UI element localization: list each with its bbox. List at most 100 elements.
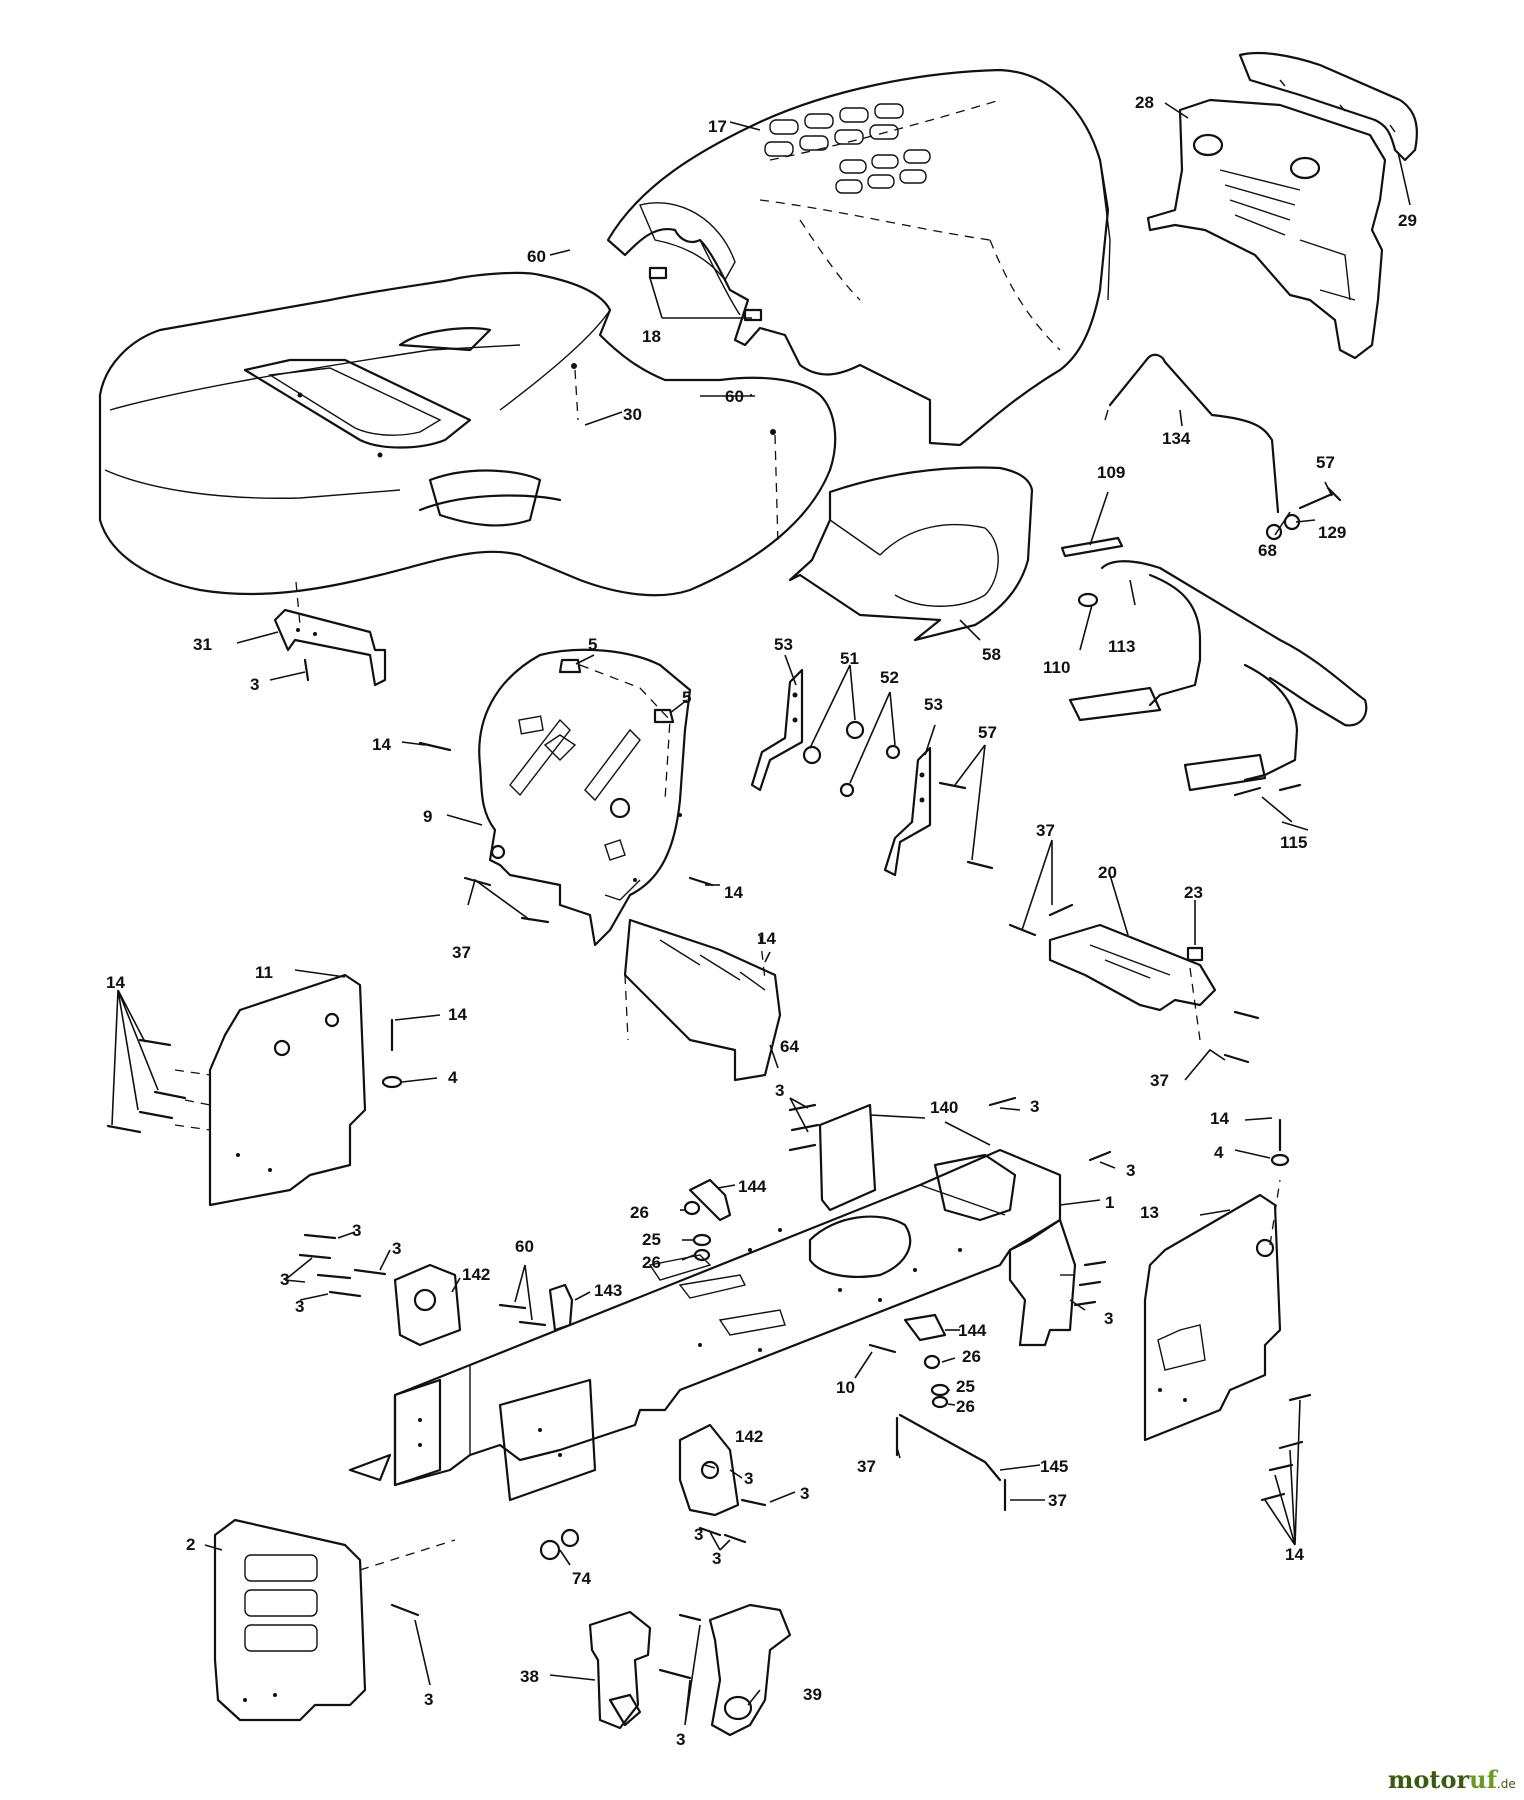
bolts-3-mid	[698, 1498, 767, 1544]
bracket-143	[548, 1283, 574, 1332]
bolts-3-rear	[298, 1233, 387, 1298]
callout-14-c: 14	[757, 929, 776, 948]
washer-4a	[381, 1075, 403, 1089]
callout-37-d: 37	[857, 1457, 876, 1476]
bolts-37-c	[895, 1416, 1007, 1512]
watermark-accent: uf	[1469, 1765, 1498, 1794]
callout-51: 51	[840, 649, 859, 668]
callout-140: 140	[930, 1098, 958, 1117]
bracket-53-b	[883, 746, 932, 877]
callout-3-f: 3	[392, 1239, 401, 1258]
callout-1: 1	[1105, 1193, 1114, 1212]
callout-labels: 17 28 29 60 18 60 30 134 57 129 68 109 5…	[106, 93, 1417, 1749]
main-frame-part	[348, 1148, 1077, 1502]
callout-142-a: 142	[462, 1265, 490, 1284]
callout-26-d: 26	[956, 1397, 975, 1416]
callout-25-b: 25	[956, 1377, 975, 1396]
callout-9: 9	[423, 807, 432, 826]
callout-2: 2	[186, 1535, 195, 1554]
callout-18: 18	[642, 327, 661, 346]
callout-14-a: 14	[372, 735, 391, 754]
plate-140	[818, 1103, 877, 1212]
bolts-14-c	[106, 1038, 187, 1134]
bolt-14-b	[688, 876, 714, 887]
bracket-144b	[903, 1313, 947, 1342]
callout-68: 68	[1258, 541, 1277, 560]
callout-4-a: 4	[448, 1068, 458, 1087]
callout-4-b: 4	[1214, 1143, 1224, 1162]
bracket-2-part	[213, 1518, 456, 1722]
mount-20-part	[1048, 923, 1217, 1041]
callout-23: 23	[1184, 883, 1203, 902]
callout-37-b: 37	[1036, 821, 1055, 840]
bolt-3-p	[390, 1603, 420, 1617]
bolt-10	[868, 1343, 897, 1354]
callout-25-a: 25	[642, 1230, 661, 1249]
callout-3-j: 3	[744, 1469, 753, 1488]
callout-38: 38	[520, 1667, 539, 1686]
callout-17: 17	[708, 117, 727, 136]
plate-142b	[678, 1423, 740, 1517]
bracket-39-part	[708, 1603, 792, 1737]
callout-60-c: 60	[515, 1237, 534, 1256]
svg-text:motoruf.de: motoruf.de	[1388, 1765, 1516, 1794]
bolts-60	[498, 1303, 547, 1327]
nut-74a	[539, 1539, 561, 1561]
callout-145: 145	[1040, 1457, 1068, 1476]
callout-29: 29	[1398, 211, 1417, 230]
callout-37-e: 37	[1048, 1491, 1067, 1510]
callout-142-b: 142	[735, 1427, 763, 1446]
callout-53-a: 53	[774, 635, 793, 654]
callout-57-a: 57	[1316, 453, 1335, 472]
bracket-53-a	[750, 668, 804, 792]
hardware-51-52-57	[802, 720, 994, 870]
callout-3-l: 3	[694, 1525, 703, 1544]
bracket-144a	[688, 1178, 732, 1222]
callout-20: 20	[1098, 863, 1117, 882]
knob-5a	[558, 658, 582, 674]
hood-rod-part	[1104, 353, 1280, 514]
side-panel-13-part	[1143, 1179, 1282, 1442]
bolts-3-q	[658, 1613, 702, 1680]
callout-64: 64	[780, 1037, 799, 1056]
callout-37-c: 37	[1150, 1071, 1169, 1090]
callout-3-k: 3	[800, 1484, 809, 1503]
watermark-main: motor	[1388, 1765, 1469, 1794]
nut-23	[1186, 946, 1204, 962]
bolts-37-b	[1008, 903, 1260, 1064]
callout-26-b: 26	[642, 1253, 661, 1272]
fender-part	[98, 271, 837, 597]
bolts-115	[1233, 783, 1302, 797]
washer-4b	[1270, 1153, 1290, 1167]
callout-144-a: 144	[738, 1177, 767, 1196]
callout-37-a: 37	[452, 943, 471, 962]
callout-14-b: 14	[724, 883, 743, 902]
callout-74: 74	[572, 1569, 591, 1588]
dash-panel-part	[478, 648, 692, 947]
callout-3-a: 3	[250, 675, 259, 694]
callout-134: 134	[1162, 429, 1191, 448]
leader-lines	[111, 102, 1411, 1726]
bumper-part	[1238, 51, 1418, 162]
callout-10: 10	[836, 1378, 855, 1397]
grille-part	[1146, 98, 1387, 360]
callout-110: 110	[1043, 658, 1070, 677]
hood-part	[606, 68, 1111, 447]
bolts-3-front	[788, 1096, 1112, 1307]
callout-3-m: 3	[712, 1549, 721, 1568]
callout-30: 30	[623, 405, 642, 424]
bolt-14-a	[418, 741, 452, 752]
callout-144-b: 144	[958, 1321, 987, 1340]
watermark-suffix: .de	[1497, 1777, 1516, 1791]
shield-part	[788, 466, 1034, 642]
watermark-logo: motoruf.de	[1388, 1765, 1516, 1794]
callout-52: 52	[880, 668, 899, 687]
callout-14-f: 14	[1210, 1109, 1229, 1128]
callout-57-b: 57	[978, 723, 997, 742]
callout-53-b: 53	[924, 695, 943, 714]
callout-13: 13	[1140, 1203, 1159, 1222]
callout-26-c: 26	[962, 1347, 981, 1366]
callout-115: 115	[1280, 833, 1307, 852]
bolts-37-a	[463, 876, 550, 924]
